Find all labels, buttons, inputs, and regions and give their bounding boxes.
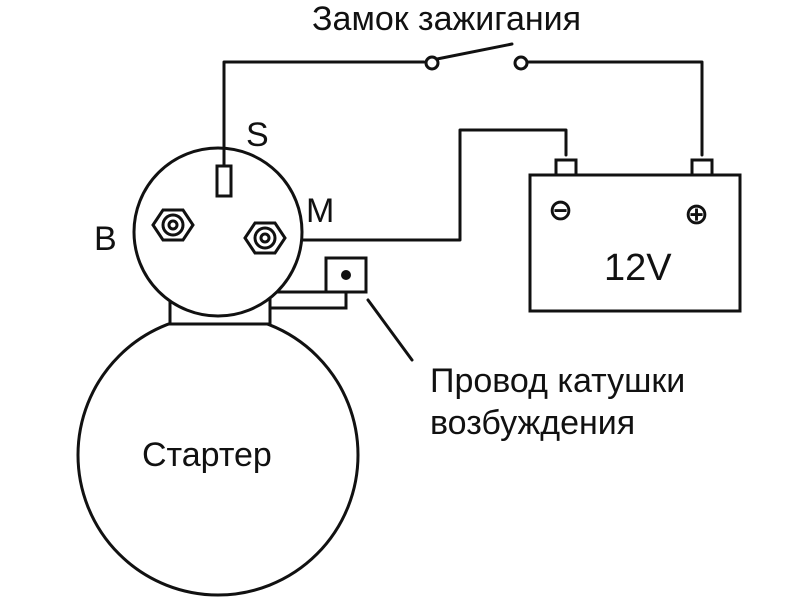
field-coil-label-line1: Провод катушки	[430, 362, 685, 400]
field-coil-label-line2: возбуждения	[430, 404, 635, 442]
terminal-b-label: B	[94, 220, 117, 258]
terminal-s-tab	[215, 164, 233, 198]
terminal-b-nut	[151, 208, 195, 242]
field-coil-leader	[366, 298, 414, 362]
starter-label: Стартер	[142, 436, 272, 474]
motor-wire	[286, 128, 568, 242]
switch-contact-left	[424, 55, 440, 71]
battery-plus-sign: ⊕	[684, 198, 709, 231]
terminal-s-label: S	[246, 116, 269, 154]
terminal-m-nut	[243, 221, 287, 255]
battery-voltage-label: 12V	[604, 247, 672, 289]
solenoid-body	[132, 146, 304, 318]
ignition-switch-label: Замок зажигания	[312, 0, 581, 38]
battery-body	[528, 173, 742, 313]
battery-negative-post	[554, 158, 578, 175]
switch-contact-right	[513, 55, 529, 71]
terminal-m-label: M	[306, 192, 334, 230]
battery: ⊖ ⊕ 12V	[528, 158, 742, 313]
battery-minus-sign: ⊖	[548, 194, 573, 227]
bracket-bolt	[341, 270, 351, 280]
battery-positive-post	[690, 158, 714, 175]
ignition-wire	[222, 42, 704, 172]
